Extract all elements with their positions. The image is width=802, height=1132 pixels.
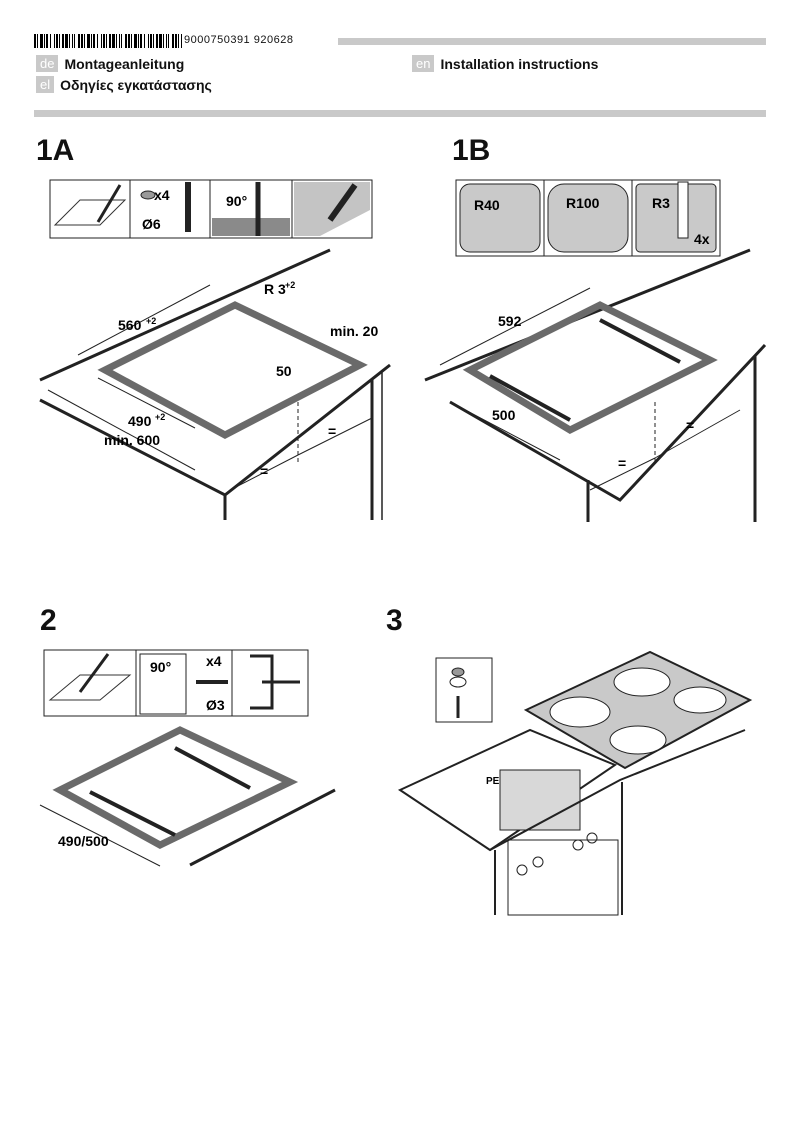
bracket-right-1b [599, 318, 681, 364]
dim-width-1a: 560 [118, 317, 142, 333]
lang-en: en Installation instructions [412, 55, 598, 72]
dim-radius-sup-1a: +2 [285, 280, 295, 290]
countertop-1b [424, 248, 767, 522]
figure-label-2: 2 [40, 604, 57, 637]
dim-offset-1a: 50 [276, 363, 292, 379]
header-rule-top [338, 38, 766, 45]
dim-equal-left-1a: = [260, 463, 268, 479]
dim-depth-1b: 500 [492, 407, 516, 423]
dim-min-depth-1a: min. 600 [104, 432, 160, 448]
brush-icon [327, 183, 358, 222]
dim-width-1b: 592 [498, 313, 522, 329]
jigsaw-blade-icon [677, 181, 689, 239]
dim-equal-left-1b: = [618, 455, 626, 471]
lang-title-en: Installation instructions [440, 55, 599, 72]
oven-knob-3 [572, 839, 584, 851]
figure-1a: x4 Ø6 90° R 3 +2 560 +2 min. 20 50 490 +… [39, 179, 391, 520]
oven-knob-1 [516, 864, 528, 876]
oven-knob-2 [532, 856, 544, 868]
lang-code-de: de [36, 55, 59, 72]
barcode [34, 34, 182, 48]
cutout-outline-2 [52, 726, 299, 849]
lang-code-en: en [412, 55, 435, 72]
oven-knob-4 [586, 832, 598, 844]
figure-3: PE [397, 650, 753, 916]
barcode-number: 9000750391 920628 [184, 34, 294, 46]
figure-1b: R40 R100 R3 4x 592 500 = = [424, 179, 767, 522]
step-angle-2: 90° [150, 659, 171, 675]
dim-equal-right-1a: = [328, 423, 336, 439]
lang-code-el: el [36, 76, 55, 93]
bracket-right-2 [174, 746, 251, 790]
lang-title-el: Οδηγίες εγκατάστασης [60, 76, 212, 93]
dim-depth-sup-1a: +2 [155, 412, 165, 422]
radius-label-1: R100 [566, 195, 600, 211]
header-rule-bottom [34, 110, 766, 117]
hob-top [523, 650, 753, 770]
steps-strip-1a: x4 Ø6 90° [49, 179, 373, 239]
cutout-outline [97, 301, 368, 439]
step-count-2: x4 [206, 653, 222, 669]
dim-depth-2: 490/500 [58, 833, 109, 849]
radius-count: 4x [694, 231, 710, 247]
oven-front [507, 839, 619, 916]
lang-title-de: Montageanleitung [64, 55, 185, 72]
step-diameter-1a: Ø6 [142, 216, 161, 232]
detail-inset-3 [435, 657, 493, 723]
figure-label-3: 3 [386, 604, 403, 637]
step-diameter-2: Ø3 [206, 697, 225, 713]
dim-width-sup-1a: +2 [146, 316, 156, 326]
dim-min-edge-1a: min. 20 [330, 323, 378, 339]
pe-label: PE [486, 776, 500, 787]
installation-cutout-3 [397, 728, 618, 852]
step-angle-1a: 90° [226, 193, 247, 209]
countertop-1a [39, 248, 391, 520]
dim-radius-1a: R 3 [264, 281, 286, 297]
radius-strip-1b: R40 R100 R3 4x [455, 179, 721, 257]
terminal-box [499, 769, 581, 831]
step-count-1a: x4 [154, 187, 170, 203]
bracket-left-2 [89, 790, 176, 837]
radius-label-2: R3 [652, 195, 670, 211]
cooking-zone-left [549, 696, 611, 728]
cooking-zone-back [613, 667, 671, 697]
lang-el: el Οδηγίες εγκατάστασης [36, 76, 212, 93]
cooking-zone-right [673, 686, 727, 714]
radius-label-0: R40 [474, 197, 500, 213]
dim-equal-right-1b: = [686, 417, 694, 433]
cooking-zone-front [609, 725, 667, 755]
pencil-icon [96, 184, 122, 223]
figure-label-1a: 1A [36, 134, 75, 167]
figure-label-1b: 1B [452, 134, 491, 167]
figure-2: 90° x4 Ø3 490/500 [39, 649, 336, 867]
cutout-outline-1b [462, 301, 718, 434]
dim-depth-1a: 490 [128, 413, 152, 429]
steps-strip-2: 90° x4 Ø3 [43, 649, 309, 717]
pencil-icon-2 [78, 653, 110, 693]
lang-de: de Montageanleitung [36, 55, 184, 72]
bracket-left-1b [489, 374, 571, 422]
